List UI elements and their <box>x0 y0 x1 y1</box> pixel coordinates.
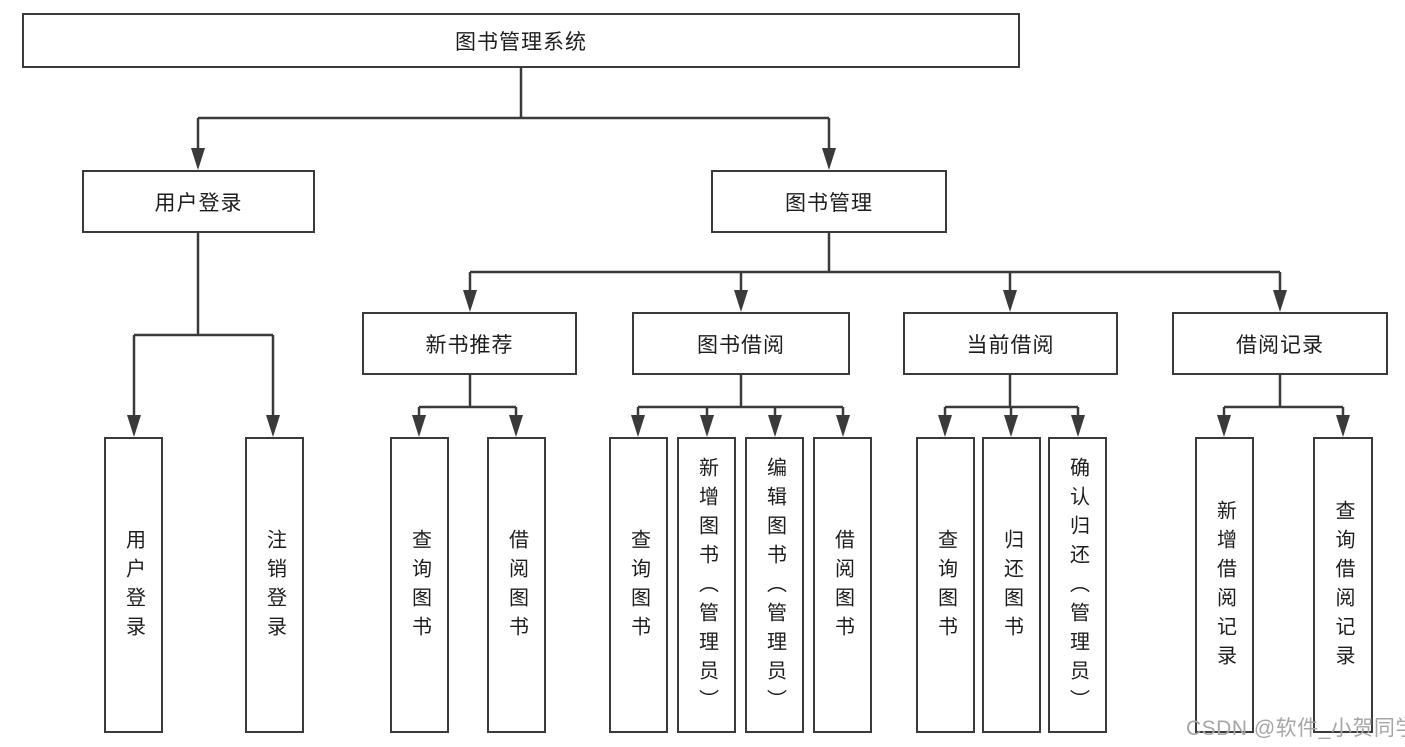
leaf-recommend-query-books: 查询图书 <box>390 437 449 733</box>
arrowheads <box>127 148 1350 437</box>
node-user-login-label: 用户登录 <box>154 191 243 215</box>
leaf-user-login: 用户登录 <box>104 437 163 733</box>
leaf-borrow-query-books: 查询图书 <box>609 437 668 733</box>
leaf-current-query-books: 查询图书 <box>916 437 975 733</box>
leaf-records-query-record: 查询借阅记录 <box>1313 437 1373 733</box>
leaf-borrow-borrow-books: 借阅图书 <box>813 437 872 733</box>
node-current-borrow-label: 当前借阅 <box>966 333 1055 357</box>
leaf-records-add-record: 新增借阅记录 <box>1195 437 1254 733</box>
node-root: 图书管理系统 <box>22 13 1020 68</box>
node-new-book-recommend: 新书推荐 <box>362 312 577 375</box>
leaf-current-return-books: 归还图书 <box>982 437 1041 733</box>
leaf-recommend-borrow-books: 借阅图书 <box>487 437 546 733</box>
csdn-watermark: CSDN @软件_小贺同学 <box>1186 717 1405 740</box>
node-book-manage-label: 图书管理 <box>785 191 873 215</box>
node-user-login: 用户登录 <box>82 170 315 233</box>
leaf-logout: 注销登录 <box>245 437 304 733</box>
node-root-label: 图书管理系统 <box>455 30 587 54</box>
leaf-borrow-add-books-admin: 新增图书（管理员） <box>677 437 736 733</box>
node-book-manage: 图书管理 <box>711 170 947 233</box>
node-book-borrow-label: 图书借阅 <box>697 333 785 357</box>
node-current-borrow: 当前借阅 <box>903 312 1118 375</box>
node-borrow-records: 借阅记录 <box>1172 312 1388 375</box>
leaf-borrow-edit-books-admin: 编辑图书（管理员） <box>745 437 804 733</box>
node-book-borrow: 图书借阅 <box>632 312 850 375</box>
node-new-book-recommend-label: 新书推荐 <box>425 333 514 357</box>
leaf-current-confirm-return-admin: 确认归还（管理员） <box>1048 437 1107 733</box>
node-borrow-records-label: 借阅记录 <box>1236 333 1324 357</box>
